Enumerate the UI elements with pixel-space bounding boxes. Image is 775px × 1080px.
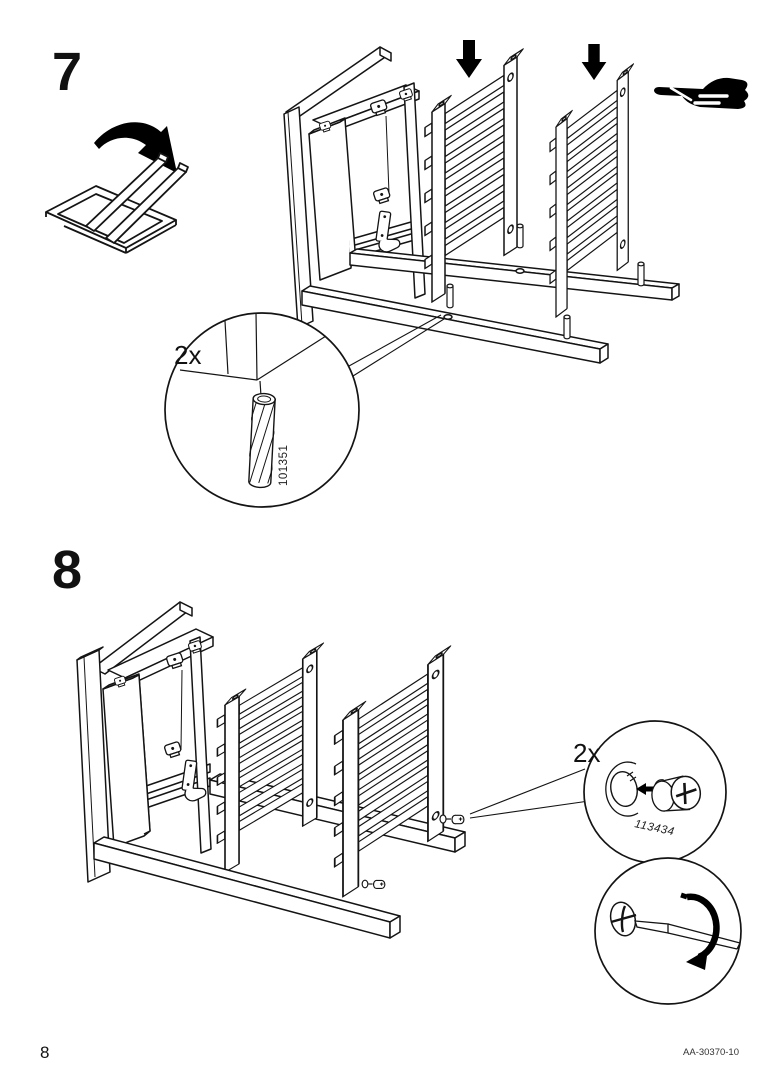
step7-quantity-label: 2x xyxy=(174,340,201,370)
step7-back-rail xyxy=(349,248,680,301)
step8-tool-callout xyxy=(594,857,742,1005)
cam-lock-icon xyxy=(439,814,465,825)
step7-seat-frame xyxy=(283,46,426,329)
dowel-pin xyxy=(563,314,571,340)
cam-lock-icon xyxy=(605,761,702,817)
wooden-dowel-icon xyxy=(247,392,277,489)
dowel-pin xyxy=(637,261,645,287)
dowel-pin xyxy=(516,223,524,249)
flathead-screwdriver-icon xyxy=(609,901,741,950)
step-8: 8 xyxy=(52,540,742,1005)
dowel-pin xyxy=(446,283,454,309)
step8-fastener-callout: 2x 113434 xyxy=(469,720,727,864)
pointing-hand-icon xyxy=(654,77,749,109)
step8-quantity-label: 2x xyxy=(573,738,600,768)
cam-lock-icon xyxy=(361,879,386,890)
slatted-side-panel xyxy=(216,642,325,878)
step8-front-rail xyxy=(93,836,401,939)
footer-page-number: 8 xyxy=(40,1043,49,1062)
step8-seat-frame xyxy=(76,601,214,883)
step7-part-number: 101351 xyxy=(278,445,290,486)
down-arrow-icon xyxy=(581,44,607,81)
footer-document-number: AA-30370-10 xyxy=(683,1047,739,1058)
step-8-number: 8 xyxy=(52,540,83,600)
step7-detail-callout: 2x 101351 xyxy=(164,312,445,508)
flip-over-arrow-icon xyxy=(45,122,189,254)
down-arrow-icon xyxy=(456,40,482,78)
step-7-number: 7 xyxy=(52,42,83,102)
step-7: 7 xyxy=(45,40,749,508)
turn-clockwise-arrow-icon xyxy=(680,892,720,970)
step7-front-rail xyxy=(301,285,609,364)
slatted-side-panel xyxy=(333,645,452,903)
